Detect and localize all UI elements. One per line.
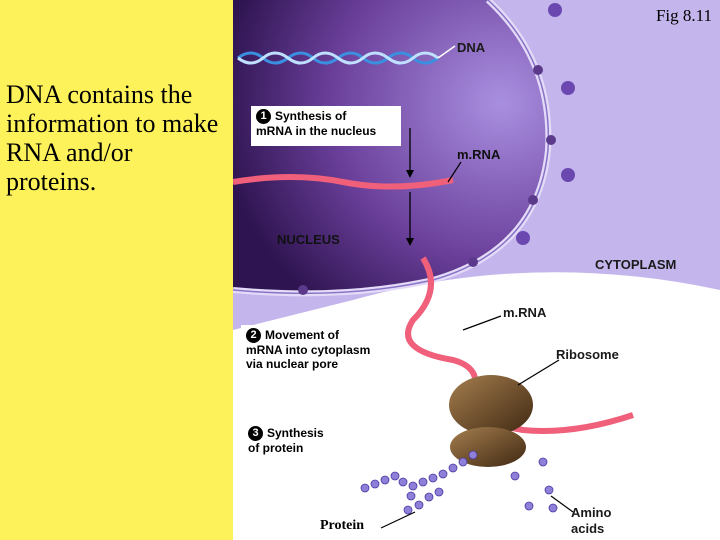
step-3-number: 3 [248, 426, 263, 441]
protein-label: Protein [320, 518, 365, 533]
protein-chain [360, 450, 478, 515]
amino-acids-label-2: acids [571, 521, 605, 536]
step-3-line2: of protein [248, 441, 304, 455]
step-2-line2: mRNA into cytoplasm [246, 343, 371, 357]
nucleus [233, 0, 549, 294]
step-2-number: 2 [246, 328, 261, 343]
mrna-nucleus-label: m.RNA [457, 147, 501, 162]
protein-synthesis-figure: DNA m.RNA NUCLEUS CYTOPLASM m.RNA Riboso… [233, 0, 720, 540]
mrna-cytoplasm [405, 256, 634, 434]
dna-helix [237, 51, 439, 65]
step-2-box: 2 Movement of mRNA into cytoplasm via nuc… [241, 325, 397, 379]
step-3-line1: Synthesis [267, 426, 324, 440]
cytoplasm-label: CYTOPLASM [595, 257, 677, 272]
ribosome-label: Ribosome [556, 347, 619, 362]
amino-acids-label-1: Amino [571, 505, 612, 520]
step-1-number: 1 [256, 109, 271, 124]
dna-label: DNA [457, 40, 486, 55]
figure-number: Fig 8.11 [655, 6, 712, 25]
step-2-line1: Movement of [265, 328, 340, 342]
ribosome [449, 375, 533, 467]
figure-graphic [233, 0, 720, 529]
mrna-nucleus [233, 174, 454, 190]
step-3-box: 3 Synthesis of protein [243, 423, 345, 463]
amino-acids [510, 457, 558, 513]
step-1-line1: Synthesis of [275, 109, 347, 123]
nuclear-pores [298, 65, 556, 295]
step-1-box: 1 Synthesis of mRNA in the nucleus [251, 106, 401, 146]
membrane-proteins [516, 3, 575, 245]
slide-description: DNA contains the information to make RNA… [6, 80, 219, 196]
step-1-line2: mRNA in the nucleus [256, 124, 377, 138]
nucleus-label: NUCLEUS [277, 232, 340, 247]
mrna-cytoplasm-label: m.RNA [503, 305, 547, 320]
step-2-line3: via nuclear pore [246, 357, 339, 371]
